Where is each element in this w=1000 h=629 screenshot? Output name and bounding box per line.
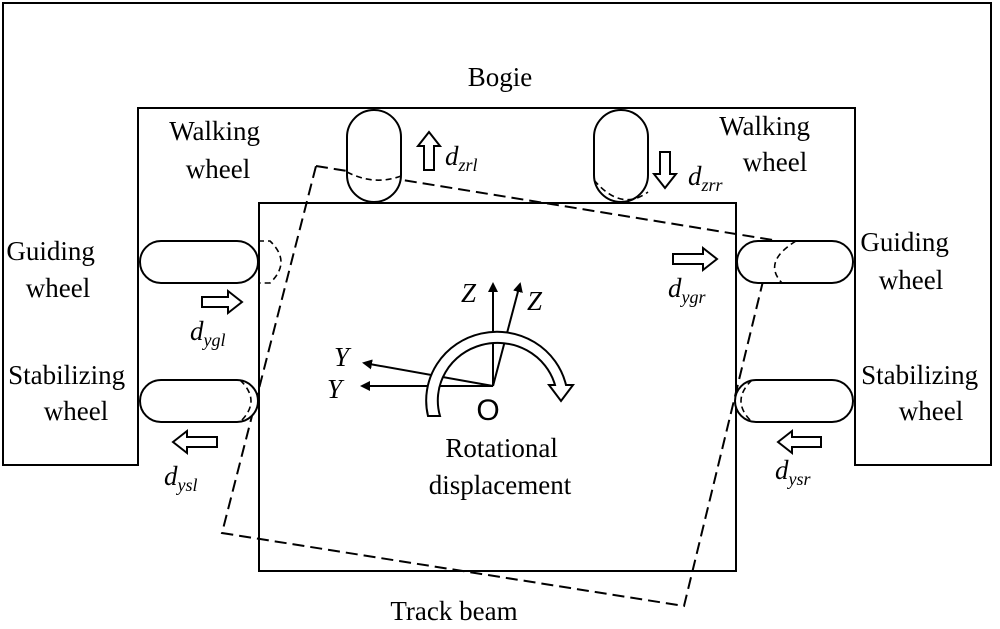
arrow-right-ygr (672, 245, 719, 273)
axis-label-y2: Y (327, 374, 345, 404)
displacement-label-ysl: dysl (164, 461, 198, 495)
walking-wheel-right (593, 109, 649, 203)
axis-y-rotated (362, 359, 494, 387)
axis-label-y1: Y (334, 342, 352, 372)
axis-label-z2: Z (527, 286, 543, 316)
stabilizing-wheel-right-label: Stabilizing wheel (861, 360, 985, 426)
track-beam-label: Track beam (390, 596, 517, 626)
displacement-label-ysr: dysr (775, 455, 811, 489)
displacement-label-zrr: dzrr (688, 161, 724, 195)
arrow-up-zrl (415, 130, 443, 171)
stabilizing-wheel-left (139, 379, 259, 423)
rotation-arc (425, 330, 575, 417)
bogie-label: Bogie (468, 62, 533, 92)
axis-label-z1: Z (461, 278, 477, 308)
arrow-left-ysl (171, 428, 218, 456)
stabilizing-wheel-left-displaced (239, 379, 252, 423)
guiding-wheel-right-label: Guiding wheel (860, 227, 955, 295)
stabilizing-wheel-right (734, 379, 854, 423)
guiding-wheel-left-label: Guiding wheel (6, 236, 101, 303)
track-beam (258, 202, 737, 572)
arrow-down-zrr (651, 151, 679, 190)
walking-wheel-left (346, 109, 402, 203)
displacement-label-zrl: dzrl (445, 141, 478, 175)
walking-wheel-left-label: Walking wheel (169, 116, 267, 184)
walking-wheel-right-displaced (593, 179, 649, 201)
displacement-label-ygr: dygr (668, 273, 706, 307)
arrow-left-ysr (776, 428, 822, 456)
stabilizing-wheel-left-label: Stabilizing wheel (8, 360, 132, 426)
rotational-displacement-label: Rotational displacement (429, 433, 572, 500)
guiding-wheel-left (139, 240, 259, 284)
origin-label: O (476, 394, 499, 427)
stabilizing-wheel-right-displaced (740, 379, 753, 423)
walking-wheel-right-label: Walking wheel (719, 111, 817, 177)
walking-wheel-left-displaced (346, 171, 402, 181)
guiding-wheel-left-displaced (258, 240, 282, 284)
arrow-right-ygl (201, 288, 244, 316)
guiding-wheel-right (736, 240, 854, 284)
track-beam-rotated (220, 164, 775, 608)
displacement-label-ygl: dygl (190, 316, 226, 350)
bogie-frame (2, 2, 992, 466)
